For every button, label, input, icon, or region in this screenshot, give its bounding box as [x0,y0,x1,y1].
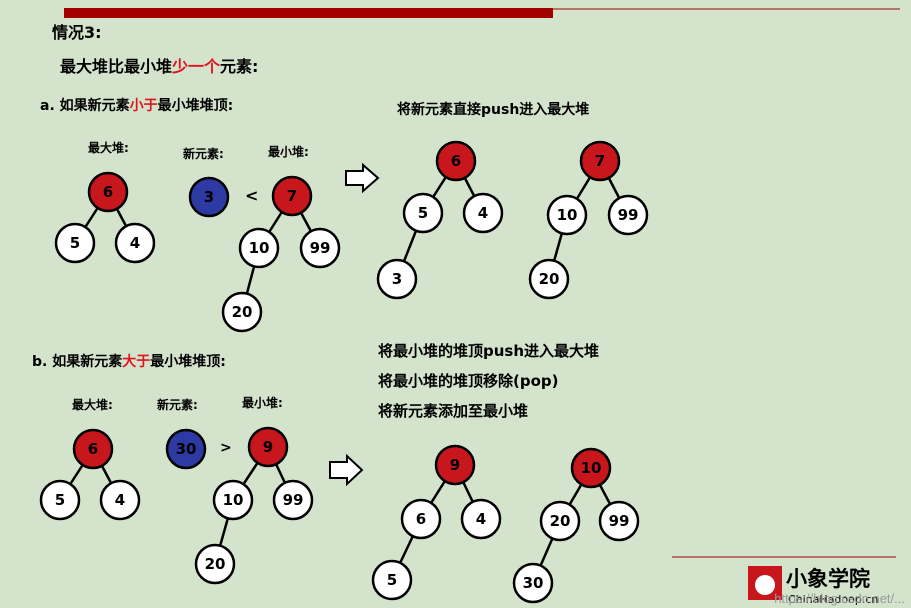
watermark: https://blog.csdn.net/... [774,591,905,606]
b-after-min-left-left-node [512,562,554,604]
a-before-max-right-value: 4 [130,234,140,252]
a-before-min-left-left-node [221,291,263,333]
case-a-label: a. 如果新元素小于最小堆堆顶: [40,97,233,114]
b-after-max-left-left-node [371,559,413,601]
b-before-max-right-value: 4 [115,491,125,509]
case-b-result-line-2: 将最小堆的堆顶移除(pop) [378,372,559,390]
b-after-max-left-left-value: 5 [387,571,397,589]
a-after-max-root-node [435,140,477,182]
a-before-max-root-value: 6 [103,183,113,201]
case-b-max-heap-label: 最大堆: [72,397,113,412]
b-before-max-right-node [99,479,141,521]
a-after-max-left-left-node [376,258,418,300]
a-after-min-left-node [546,194,588,236]
heap-trees: 6 5 4 3 7 10 99 20 6 5 4 3 7 10 99 20 6 5 4 30 9 10 99 20 9 6 4 5 10… [39,140,649,604]
a-before-min-right-value: 99 [310,239,331,257]
a-after-max-right-value: 4 [478,204,488,222]
a-after-max-left-left-value: 3 [392,270,402,288]
a-before-min-root-value: 7 [287,187,297,205]
case-a-max-heap-label: 最大堆: [88,140,129,155]
b-before-min-root-value: 9 [263,438,273,456]
a-before-max-right-node [114,222,156,264]
a-after-min-left-left-value: 20 [539,270,560,288]
a-after-min-right-value: 99 [618,206,639,224]
a-after-max-root-value: 6 [451,152,461,170]
top-bar [64,8,553,18]
b-after-min-right-node [598,500,640,542]
case-a-arrow-icon [345,162,380,194]
b-after-max-root-node [434,444,476,486]
a-before-min-left-node [238,227,280,269]
a-after-min-root-value: 7 [595,152,605,170]
case-a-new-elem-label: 新元素: [183,146,224,161]
a-after-max-right-node [462,192,504,234]
a-after-min-left-value: 10 [557,206,578,224]
case-b-min-heap-label: 最小堆: [242,395,283,410]
a-after-max-left-node [402,192,444,234]
b-before-min-right-value: 99 [283,491,304,509]
b-after-max-right-value: 4 [476,510,486,528]
a-after-min-right-node [607,194,649,236]
logo-url: ChinaHadoop.cn [788,593,878,606]
b-after-min-root-node [570,447,612,489]
case-b-compare-symbol: > [220,440,232,456]
b-after-min-root-value: 10 [581,459,602,477]
b-before-min-root-node [247,426,289,468]
b-before-min-left-node [212,479,254,521]
b-after-max-right-node [460,498,502,540]
a-new-element-node [188,176,230,218]
case-a-result-text: 将新元素直接push进入最大堆 [397,101,589,118]
b-after-max-root-value: 9 [450,456,460,474]
b-before-min-left-value: 10 [223,491,244,509]
b-before-min-left-left-value: 20 [205,555,226,573]
b-new-element-node [165,428,207,470]
b-after-min-left-node [539,500,581,542]
b-after-min-right-value: 99 [609,512,630,530]
a-before-min-right-node [299,227,341,269]
case-a-compare-symbol: < [245,186,258,205]
case-b-arrow-icon [329,453,364,487]
b-before-min-left-left-node [194,543,236,585]
a-after-min-root-node [579,140,621,182]
b-after-min-left-left-value: 30 [523,574,544,592]
logo-mark-inner [755,575,775,595]
a-before-max-left-node [54,222,96,264]
case-b-result-line-1: 将最小堆的堆顶push进入最大堆 [378,342,599,360]
case-a-min-heap-label: 最小堆: [268,144,309,159]
case-b-label: b. 如果新元素大于最小堆堆顶: [32,353,226,370]
b-after-min-left-value: 20 [550,512,571,530]
a-before-min-left-value: 10 [249,239,270,257]
a-after-min-left-left-node [528,258,570,300]
b-new-element-value: 30 [176,440,197,458]
b-before-max-left-node [39,479,81,521]
b-before-max-left-value: 5 [55,491,65,509]
case-b-result-line-3: 将新元素添加至最小堆 [378,402,528,420]
b-after-max-left-node [400,498,442,540]
b-after-max-left-value: 6 [416,510,426,528]
b-before-max-root-value: 6 [88,440,98,458]
page-title: 情况3: [52,23,102,42]
b-before-min-right-node [272,479,314,521]
a-before-min-left-left-value: 20 [232,303,253,321]
a-after-max-left-value: 5 [418,204,428,222]
b-before-max-root-node [72,428,114,470]
case-b-new-elem-label: 新元素: [157,397,198,412]
a-new-element-value: 3 [204,188,214,206]
logo: 小象学院 ChinaHadoop.cn [748,566,878,606]
a-before-max-left-value: 5 [70,234,80,252]
a-before-max-root-node [87,171,129,213]
subtitle: 最大堆比最小堆少一个元素: [60,57,258,76]
logo-name: 小象学院 [786,567,870,591]
a-before-min-root-node [271,175,313,217]
